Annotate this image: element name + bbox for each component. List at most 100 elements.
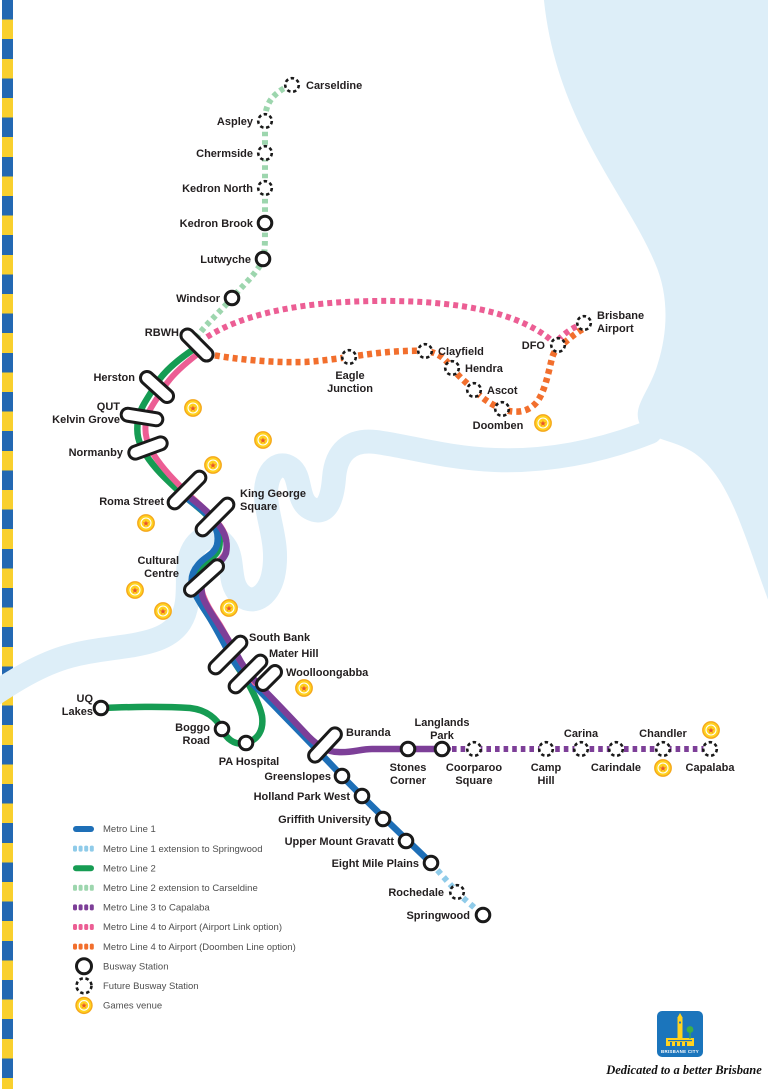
station-label: Upper Mount Gravatt [285, 836, 395, 848]
legend-item-label: Metro Line 2 extension to Carseldine [103, 883, 258, 894]
station-label: Corner [390, 775, 427, 787]
busway-station-pa-hospital [237, 734, 255, 752]
future-busway-station-rochedale [448, 883, 466, 901]
station-label: Normanby [69, 447, 124, 459]
station-label: Brisbane [597, 310, 644, 322]
station-label: Carindale [591, 762, 641, 774]
station-label: Chermside [196, 148, 253, 160]
legend-item: Future Busway Station [75, 976, 199, 995]
games-venue-medal-icon: ★ [254, 431, 272, 449]
legend-item: ★Games venue [75, 996, 162, 1015]
games-venue-medal-icon: ★ [220, 599, 238, 617]
svg-text:★: ★ [159, 607, 166, 616]
station-label: Buranda [346, 727, 392, 739]
station-label: Chandler [639, 728, 687, 740]
brisbane-city-logo: BRISBANE CITY [657, 1011, 703, 1057]
palm-tree-icon [686, 1026, 694, 1039]
svg-text:★: ★ [259, 436, 266, 445]
games-venue-medal-icon: ★ [204, 456, 222, 474]
future-busway-station-carindale [607, 740, 625, 758]
station-label: Woolloongabba [286, 667, 369, 679]
games-venue-medal-icon: ★ [126, 581, 144, 599]
legend-item-label: Metro Line 4 to Airport (Airport Link op… [103, 922, 282, 933]
station-label: Airport [597, 323, 634, 335]
interchange-station-normanby [127, 435, 169, 461]
svg-text:★: ★ [659, 764, 666, 773]
station-label: Griffith University [278, 814, 372, 826]
busway-station-upper-mount-gravatt [397, 832, 415, 850]
games-venue-medal-icon: ★ [702, 721, 720, 739]
svg-text:★: ★ [189, 404, 196, 413]
games-venue-medal-icon: ★ [654, 759, 672, 777]
legend-item: Metro Line 3 to Capalaba [73, 903, 210, 914]
future-busway-station-carina [572, 740, 590, 758]
busway-station-stones-corner [399, 740, 417, 758]
station-label: QUT [97, 401, 121, 413]
interchange-station-king-george-square [194, 496, 236, 538]
legend-item-label: Metro Line 2 [103, 863, 156, 874]
station-label: Square [455, 775, 492, 787]
metro-line-2-extension-path [193, 82, 293, 340]
stations-layer [92, 76, 719, 924]
station-label: Park [430, 730, 455, 742]
svg-text:★: ★ [539, 419, 546, 428]
station-label: Clayfield [438, 346, 484, 358]
station-label: Coorparoo [446, 762, 503, 774]
future-busway-station-chandler [654, 740, 672, 758]
station-label: Greenslopes [264, 771, 331, 783]
svg-text:★: ★ [131, 586, 138, 595]
future-busway-station-carseldine [283, 76, 301, 94]
station-label: Centre [144, 568, 179, 580]
future-busway-station-hendra [443, 359, 461, 377]
svg-text:★: ★ [300, 684, 307, 693]
games-venue-medal-icon: ★ [154, 602, 172, 620]
games-venues-layer: ★ ★ ★ ★ ★ ★ ★ ★ ★ ★ ★ [126, 399, 720, 777]
metro-line-4-airport-link-path [205, 297, 555, 344]
interchange-station-qut-kelvin-grove [119, 406, 165, 428]
station-label: Ascot [487, 385, 518, 397]
legend-item: Metro Line 1 [73, 824, 156, 835]
future-busway-station-chermside [256, 144, 274, 162]
station-label: Carina [564, 728, 599, 740]
games-venue-medal-icon: ★ [137, 514, 155, 532]
interchange-station-rbwh [179, 327, 215, 363]
station-label: Roma Street [99, 496, 164, 508]
station-label: Hill [537, 775, 554, 787]
busway-station-langlands-park [433, 740, 451, 758]
legend-item: Busway Station [75, 957, 168, 976]
legend-item-label: Future Busway Station [103, 981, 199, 992]
future-busway-station-camp-hill [537, 740, 555, 758]
station-label: DFO [522, 340, 546, 352]
busway-station-windsor [223, 289, 241, 307]
station-label: Boggo [175, 722, 210, 734]
station-label: Langlands [414, 717, 469, 729]
legend-item-label: Busway Station [103, 961, 168, 972]
busway-station-griffith-university [374, 810, 392, 828]
future-busway-station-brisbane-airport [575, 314, 593, 332]
interchange-station-woolloongabba [254, 663, 284, 693]
busway-station-greenslopes [333, 767, 351, 785]
busway-station-holland-park-west [353, 787, 371, 805]
future-busway-station-ascot [465, 381, 483, 399]
station-label: Aspley [217, 116, 254, 128]
svg-text:★: ★ [707, 726, 714, 735]
interchange-station-cultural-centre [182, 558, 226, 598]
games-venue-medal-icon: ★ [295, 679, 313, 697]
station-label: Kedron Brook [180, 218, 254, 230]
station-label: Cultural [137, 555, 179, 567]
busway-station-boggo-road [213, 720, 231, 738]
station-label: Square [240, 501, 277, 513]
station-label: Eagle [335, 370, 364, 382]
legend-item: Metro Line 2 [73, 863, 156, 874]
station-label: Eight Mile Plains [332, 858, 419, 870]
decorative-checker-border [2, 0, 13, 1089]
city-hall-icon [666, 1013, 694, 1046]
station-label: Junction [327, 383, 373, 395]
legend-item-label: Metro Line 3 to Capalaba [103, 903, 210, 914]
games-venue-medal-icon: ★ [184, 399, 202, 417]
station-label: UQ [77, 693, 94, 705]
svg-text:★: ★ [142, 519, 149, 528]
